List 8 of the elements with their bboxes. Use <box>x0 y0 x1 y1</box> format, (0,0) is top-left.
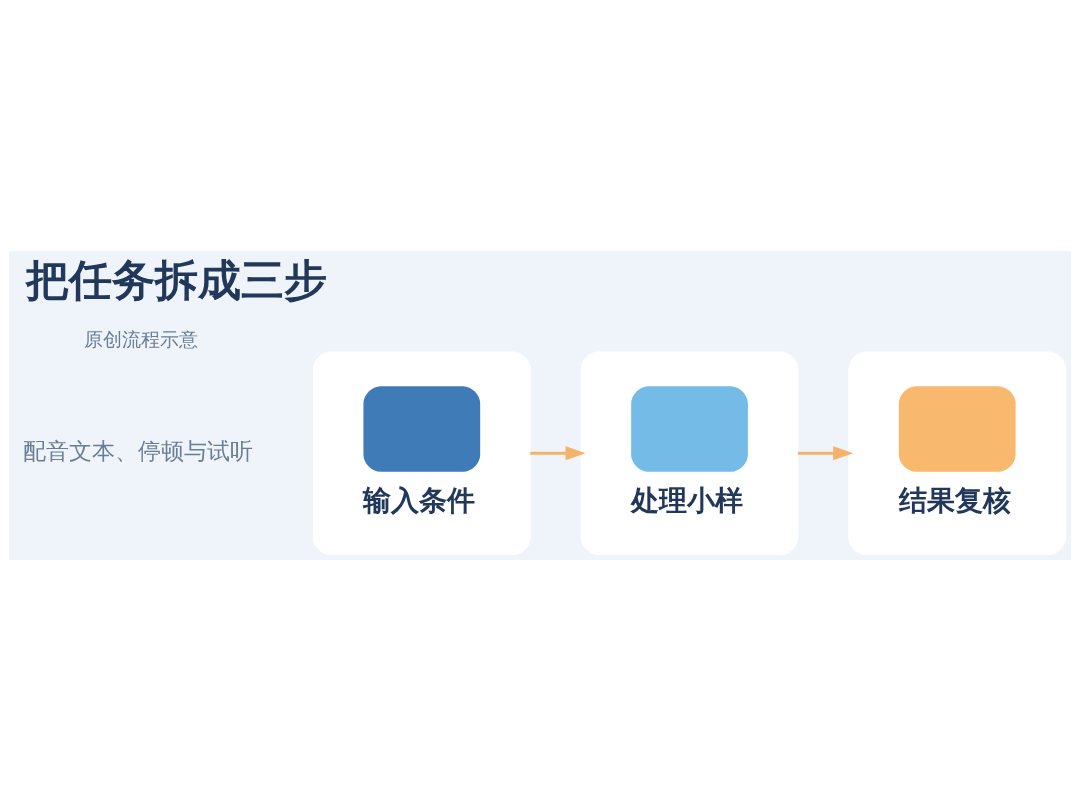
arrow <box>797 445 854 460</box>
node-box: 处理小样 <box>580 350 799 555</box>
node-box: 输入条件 <box>312 350 531 555</box>
node-box: 结果复核 <box>848 350 1067 555</box>
label: 配音文本、停顿与试听 <box>23 437 254 464</box>
label: 原创流程示意 <box>83 328 198 350</box>
arrow <box>530 445 586 460</box>
diagram-title: 把任务拆成三步 <box>25 254 327 305</box>
